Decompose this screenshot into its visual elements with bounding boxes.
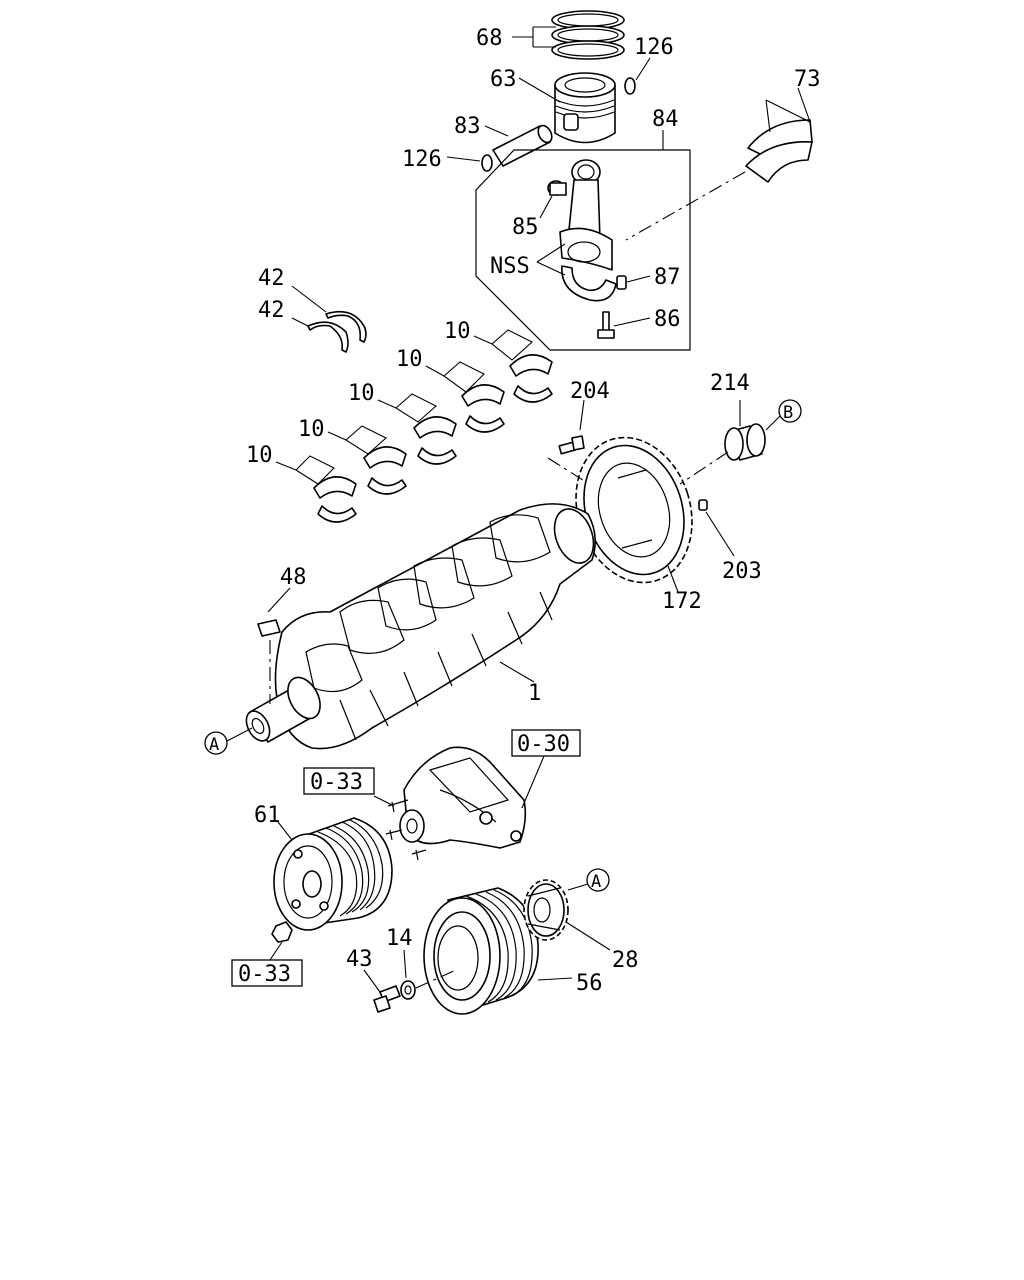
callout-10-c: 10 (348, 381, 375, 406)
callout-84: 84 (652, 107, 679, 132)
svg-text:0-33: 0-33 (238, 962, 291, 987)
crankshaft-nose[interactable] (242, 672, 327, 745)
rod-cap[interactable] (561, 265, 617, 302)
crank-sprocket-28[interactable] (523, 879, 569, 941)
callout-87: 87 (654, 265, 681, 290)
callout-86: 86 (654, 307, 681, 332)
callout-14: 14 (386, 926, 413, 951)
pilot-bushing-214[interactable] (724, 423, 766, 461)
callout-172: 172 (662, 589, 702, 614)
main-bearing-set-4[interactable] (461, 384, 505, 433)
callout-56: 56 (576, 971, 603, 996)
rod-nut-87[interactable] (616, 275, 627, 290)
ref-box-0-33-bottom: 0-33 (231, 959, 303, 987)
callout-10-b: 10 (298, 417, 325, 442)
callout-204: 204 (570, 379, 610, 404)
callout-10-d: 10 (396, 347, 423, 372)
crank-pulley-61[interactable] (273, 817, 393, 931)
bolt-43[interactable] (373, 985, 401, 1013)
callout-10-a: 10 (246, 443, 273, 468)
woodruff-key-48[interactable] (257, 619, 281, 637)
callout-63: 63 (490, 67, 517, 92)
svg-text:A: A (591, 872, 601, 892)
callout-73: 73 (794, 67, 821, 92)
ref-a-marker-left: A (204, 731, 228, 755)
callout-126-upper: 126 (634, 35, 674, 60)
callout-61: 61 (254, 803, 281, 828)
main-bearing-set-2[interactable] (363, 446, 407, 495)
thrust-washer-42-b[interactable] (325, 310, 367, 343)
callout-1: 1 (528, 681, 541, 706)
piston-63[interactable] (554, 72, 616, 144)
callout-28: 28 (612, 948, 639, 973)
washer-14[interactable] (400, 980, 416, 1000)
callout-214: 214 (710, 371, 750, 396)
crank-gear-172[interactable] (558, 422, 710, 597)
connecting-rod[interactable] (559, 159, 613, 271)
callout-85: 85 (512, 215, 539, 240)
main-bearing-set-1[interactable] (313, 476, 357, 523)
svg-text:B: B (783, 403, 793, 423)
main-bearing-set-5[interactable] (509, 354, 553, 403)
callout-10-e: 10 (444, 319, 471, 344)
ref-box-0-30: 0-30 (511, 729, 581, 757)
callout-43: 43 (346, 947, 373, 972)
callout-68: 68 (476, 26, 503, 51)
piston-rings-68[interactable] (551, 10, 625, 60)
ref-a-marker-gear: A (586, 868, 610, 892)
thrust-washer-42-a[interactable] (307, 321, 349, 353)
pump-studs[interactable] (385, 799, 427, 861)
crankshaft-1[interactable] (274, 503, 600, 750)
rod-bushing-85[interactable] (547, 180, 567, 196)
snap-ring-126-upper[interactable] (624, 77, 636, 95)
callout-126-lower: 126 (402, 147, 442, 172)
dowel-pin-203[interactable] (698, 499, 708, 511)
callout-203: 203 (722, 559, 762, 584)
damper-pulley-56[interactable] (423, 887, 539, 1015)
snap-ring-126-lower[interactable] (481, 154, 493, 172)
callout-nss: NSS (490, 254, 530, 279)
piston-pin-83[interactable] (492, 123, 555, 167)
ref-box-0-33-top: 0-33 (303, 767, 375, 795)
callout-42-b: 42 (258, 298, 285, 323)
callout-42-a: 42 (258, 266, 285, 291)
svg-text:0-30: 0-30 (517, 732, 570, 757)
conrod-bearing-73[interactable] (745, 119, 813, 183)
pulley-nut[interactable] (271, 921, 293, 943)
svg-text:0-33: 0-33 (310, 770, 363, 795)
gear-bolt-204[interactable] (558, 435, 585, 455)
oil-pump-housing[interactable] (399, 746, 527, 849)
svg-text:A: A (209, 735, 219, 755)
callout-48: 48 (280, 565, 307, 590)
ref-b-marker: B (778, 399, 802, 423)
main-bearing-set-3[interactable] (413, 416, 457, 465)
rod-bolt-86[interactable] (597, 311, 615, 339)
connecting-rod-assembly-frame-84 (475, 149, 691, 351)
callout-83: 83 (454, 114, 481, 139)
